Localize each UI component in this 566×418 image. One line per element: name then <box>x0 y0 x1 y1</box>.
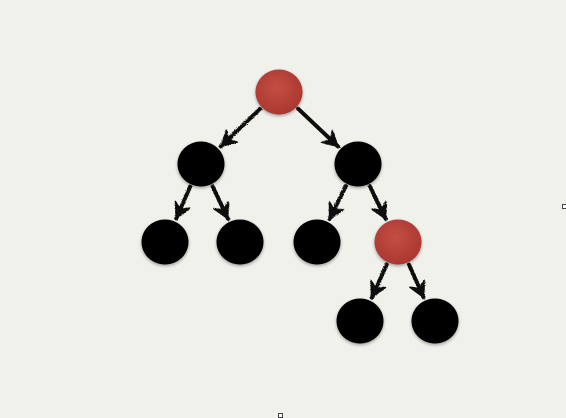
edge-arrow <box>174 184 193 221</box>
red-node <box>255 69 303 115</box>
resize-handle-right[interactable] <box>562 204 566 209</box>
resize-handle-bottom[interactable] <box>278 413 283 418</box>
edge-arrow <box>407 262 426 300</box>
black-node <box>177 141 225 187</box>
edge-arrow <box>296 106 341 149</box>
red-node <box>374 219 422 265</box>
edge-arrow <box>367 184 388 221</box>
black-node <box>334 141 382 187</box>
edge-arrow <box>210 184 230 221</box>
edge-arrow <box>218 106 262 149</box>
black-node <box>216 219 264 265</box>
black-node <box>336 298 384 344</box>
nodes-layer <box>141 69 459 344</box>
black-node <box>411 298 459 344</box>
black-node <box>293 219 341 265</box>
edge-arrow <box>369 262 389 300</box>
edge-arrow <box>327 184 348 221</box>
black-node <box>141 219 189 265</box>
edges-layer <box>174 106 426 300</box>
